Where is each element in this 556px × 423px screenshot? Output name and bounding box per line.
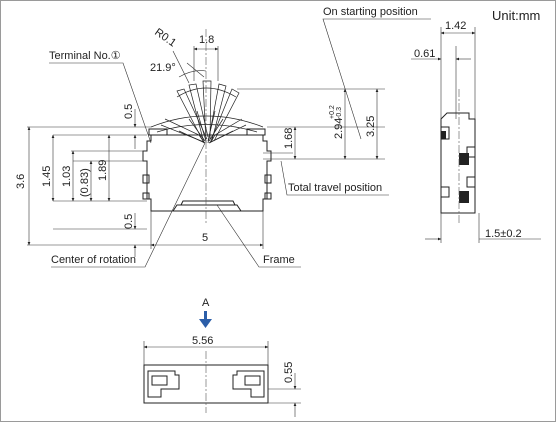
dim-side-1-5: 1.5±0.2 [485, 228, 522, 240]
dim-side-0-61: 0.61 [414, 48, 435, 60]
dim-3-25: 3.25 [365, 116, 377, 137]
left-dimensions: 3.6 1.45 1.03 (0.83) 1.89 0.5 0.5 [15, 104, 151, 257]
dim-0-5-bottom: 0.5 [123, 214, 135, 229]
dim-bottom-5-56: 5.56 [192, 335, 213, 347]
front-view: 1.8 R0.1 21.9° 3.6 1.45 1.03 (0.83) 1.89 [15, 6, 431, 268]
dim-1-68: 1.68 [283, 128, 295, 149]
dim-1-03: 1.03 [61, 166, 73, 187]
dim-bottom-0-55: 0.55 [283, 362, 295, 383]
dim-side-1-42: 1.42 [445, 20, 466, 32]
label-center-of-rotation: Center of rotation [51, 254, 136, 266]
actuator-lever-fan [150, 80, 264, 144]
dim-angle: 21.9° [150, 62, 176, 74]
dim-1-45: 1.45 [41, 166, 53, 187]
dim-0-5-top: 0.5 [123, 104, 135, 119]
dim-radius: R0.1 [152, 26, 178, 49]
bottom-view: 5.56 0.55 [143, 335, 301, 417]
dim-2-94-tol-lower: -0.3 [336, 107, 343, 119]
dim-0-83: (0.83) [79, 168, 91, 197]
dim-height-3-6: 3.6 [15, 174, 27, 189]
dim-width-5: 5 [202, 232, 208, 244]
label-on-starting-position: On starting position [323, 6, 418, 18]
view-a-marker: A [199, 297, 212, 328]
side-view: 1.42 0.61 1.5±0.2 [411, 20, 541, 243]
unit-label: Unit:mm [492, 8, 540, 23]
label-total-travel-position: Total travel position [288, 182, 382, 194]
right-dimensions: 1.68 2.94 +0.2 -0.3 3.25 [237, 88, 385, 160]
dim-1-89: 1.89 [97, 160, 109, 181]
view-a-label: A [202, 297, 210, 309]
dim-2-94: 2.94 [333, 118, 345, 139]
dim-top-width: 1.8 [199, 34, 214, 46]
label-frame: Frame [263, 254, 295, 266]
dim-2-94-tol-upper: +0.2 [329, 105, 336, 119]
label-terminal-no: Terminal No.① [49, 50, 121, 62]
switch-housing [142, 128, 272, 212]
